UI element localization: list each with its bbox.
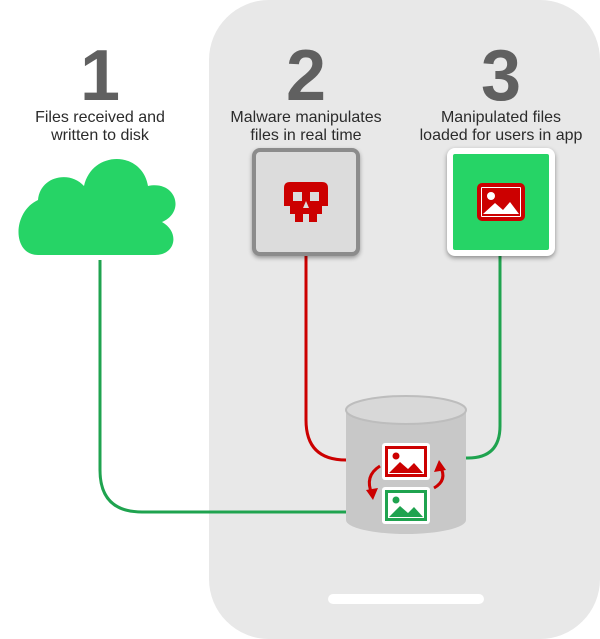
step-3-label: Manipulated files loaded for users in ap… bbox=[401, 109, 600, 145]
arrow-cloud-to-database bbox=[98, 236, 378, 524]
app-image-card bbox=[447, 148, 555, 256]
skull-icon bbox=[284, 182, 328, 222]
step-2-label: Malware manipulates files in real time bbox=[206, 109, 406, 145]
phone-home-bar bbox=[328, 594, 484, 604]
arrow-malware-to-database bbox=[304, 254, 376, 472]
step-1-number: 1 bbox=[79, 36, 121, 116]
image-icon bbox=[477, 183, 525, 221]
step-2-label-line1: Malware manipulates bbox=[230, 109, 382, 126]
step-3-number: 3 bbox=[480, 36, 522, 116]
step-3-label-line2: loaded for users in app bbox=[419, 127, 583, 144]
step-2-label-line2: files in real time bbox=[250, 127, 362, 144]
swap-arrows-icon bbox=[366, 460, 446, 500]
image-icon-original bbox=[382, 487, 430, 524]
arrow-database-to-app bbox=[438, 230, 512, 460]
image-icon-manipulated bbox=[382, 443, 430, 480]
malware-card bbox=[252, 148, 360, 256]
step-1-label-line1: Files received and bbox=[35, 109, 165, 126]
step-3-label-line1: Manipulated files bbox=[440, 109, 562, 126]
step-1-label: Files received and written to disk bbox=[0, 109, 200, 145]
step-2-number: 2 bbox=[285, 36, 327, 116]
step-1-label-line2: written to disk bbox=[51, 127, 149, 144]
